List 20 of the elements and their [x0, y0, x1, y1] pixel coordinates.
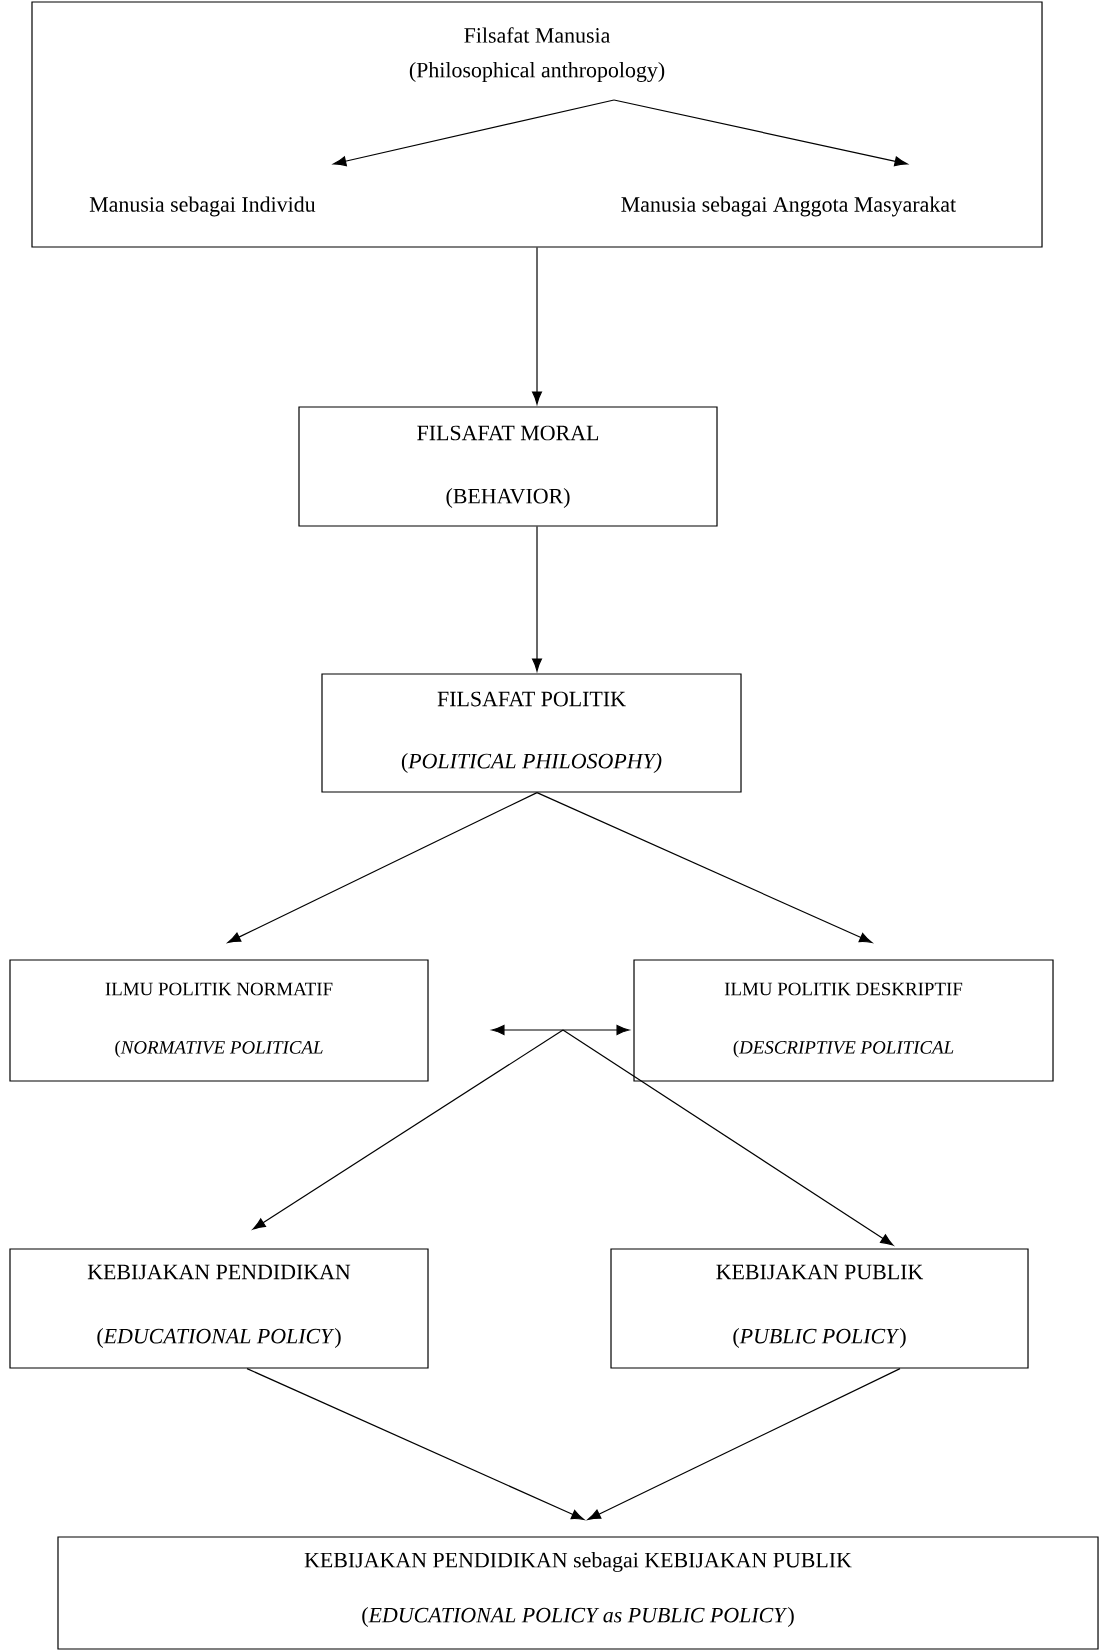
text-label: Manusia sebagai Individu: [89, 196, 316, 217]
arrow: [227, 792, 538, 943]
process-box: KEBIJAKAN PUBLIK (PUBLIC POLICY): [610, 1248, 1029, 1369]
process-box: KEBIJAKAN PENDIDIKAN sebagai KEBIJAKAN PUBLIK (EDUCATIONAL POLICY as PUBLIC POLICY): [57, 1536, 1099, 1650]
process-box: ILMU POLITIK DESKRIPTIF (DESCRIPTIVE POLITICAL: [633, 959, 1054, 1082]
arrow: [491, 1024, 630, 1036]
arrow: [531, 247, 543, 405]
process-box: KEBIJAKAN PENDIDIKAN (EDUCATIONAL POLICY): [9, 1248, 429, 1369]
arrow: [252, 1029, 564, 1230]
arrow: [562, 1029, 894, 1246]
text-label: Manusia sebagai Anggota Masyarakat: [621, 196, 956, 217]
process-box: ILMU POLITIK NORMATIF (NORMATIVE POLITICAL: [9, 959, 429, 1082]
arrow: [587, 1368, 901, 1520]
arrow: [246, 1368, 585, 1520]
process-box: FILSAFAT MORAL (BEHAVIOR): [298, 406, 718, 527]
arrow: [613, 99, 908, 167]
arrow: [333, 99, 615, 167]
arrow: [531, 526, 543, 672]
process-box: FILSAFAT POLITIK (POLITICAL PHILOSOPHY): [321, 673, 742, 793]
arrow: [536, 792, 873, 943]
